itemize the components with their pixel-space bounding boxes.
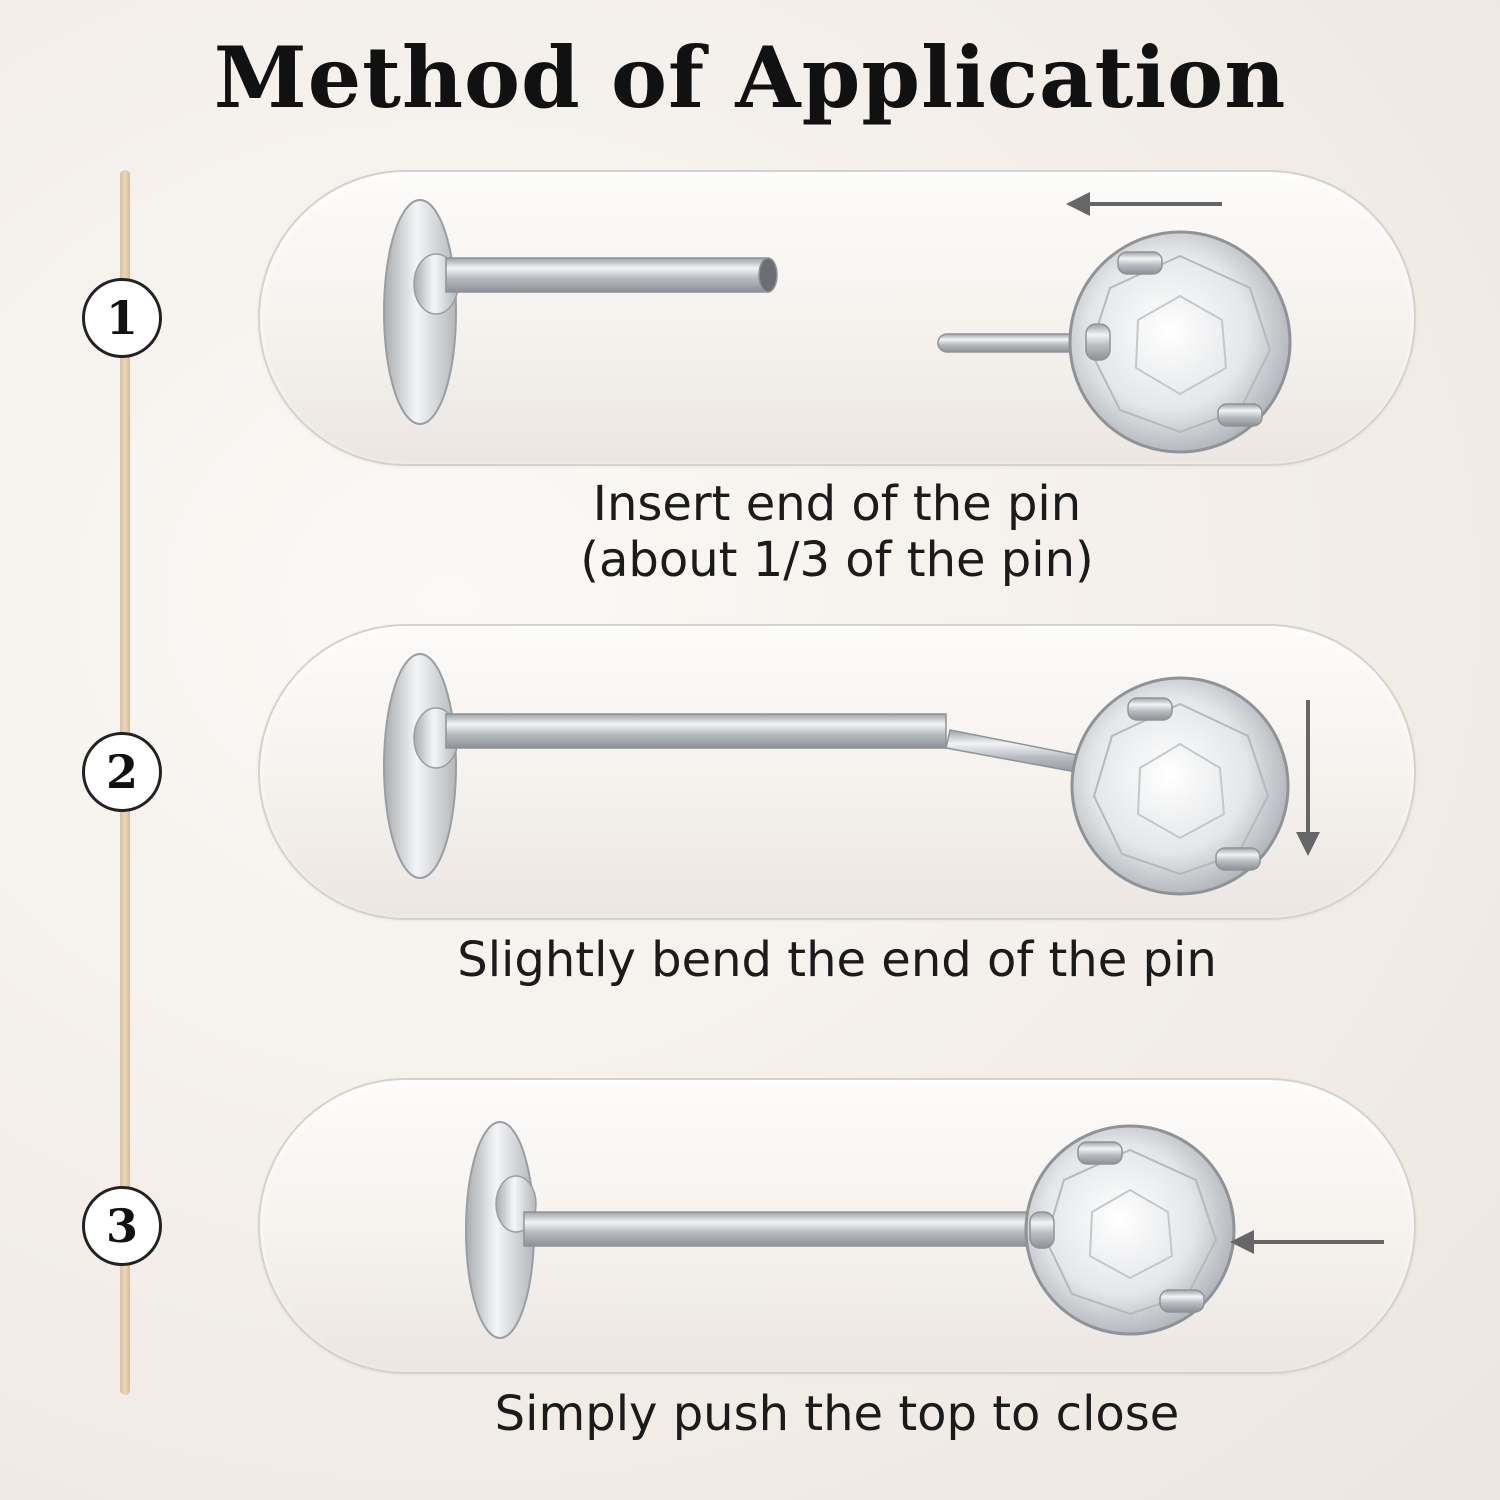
- flat-back-disc: [465, 1121, 537, 1339]
- step-3-illustration: [465, 1121, 1384, 1339]
- step-3-panel: [258, 1078, 1416, 1374]
- left-arrow-icon: [1230, 1230, 1384, 1254]
- step-1-panel: [258, 170, 1416, 466]
- step-1-badge: 1: [82, 278, 162, 358]
- gem-top: [1068, 230, 1292, 454]
- step-3-badge: 3: [82, 1186, 162, 1266]
- step-3-caption: Simply push the top to close: [494, 1386, 1180, 1442]
- labret-post: [523, 1211, 1035, 1247]
- left-arrow-icon: [1066, 192, 1222, 216]
- step-1-illustration: [383, 192, 1292, 454]
- labret-post: [445, 257, 769, 293]
- step-2-caption: Slightly bend the end of the pin: [457, 932, 1217, 988]
- step-2-illustration: [383, 653, 1320, 896]
- flat-back-disc: [383, 653, 459, 879]
- flat-back-disc: [383, 199, 459, 425]
- step-2-panel: [258, 624, 1416, 920]
- labret-post: [445, 713, 947, 749]
- page-title: Method of Application: [213, 28, 1287, 127]
- step-1-caption: Insert end of the pin (about 1/3 of the …: [258, 476, 1416, 588]
- step-1-caption-line-1: Insert end of the pin: [592, 476, 1082, 532]
- step-1-caption-line-2: (about 1/3 of the pin): [580, 532, 1094, 588]
- down-arrow-icon: [1296, 700, 1320, 856]
- gem-top: [1024, 1124, 1236, 1336]
- step-2-badge: 2: [82, 732, 162, 812]
- post-opening: [758, 257, 778, 293]
- gem-top: [1070, 676, 1290, 896]
